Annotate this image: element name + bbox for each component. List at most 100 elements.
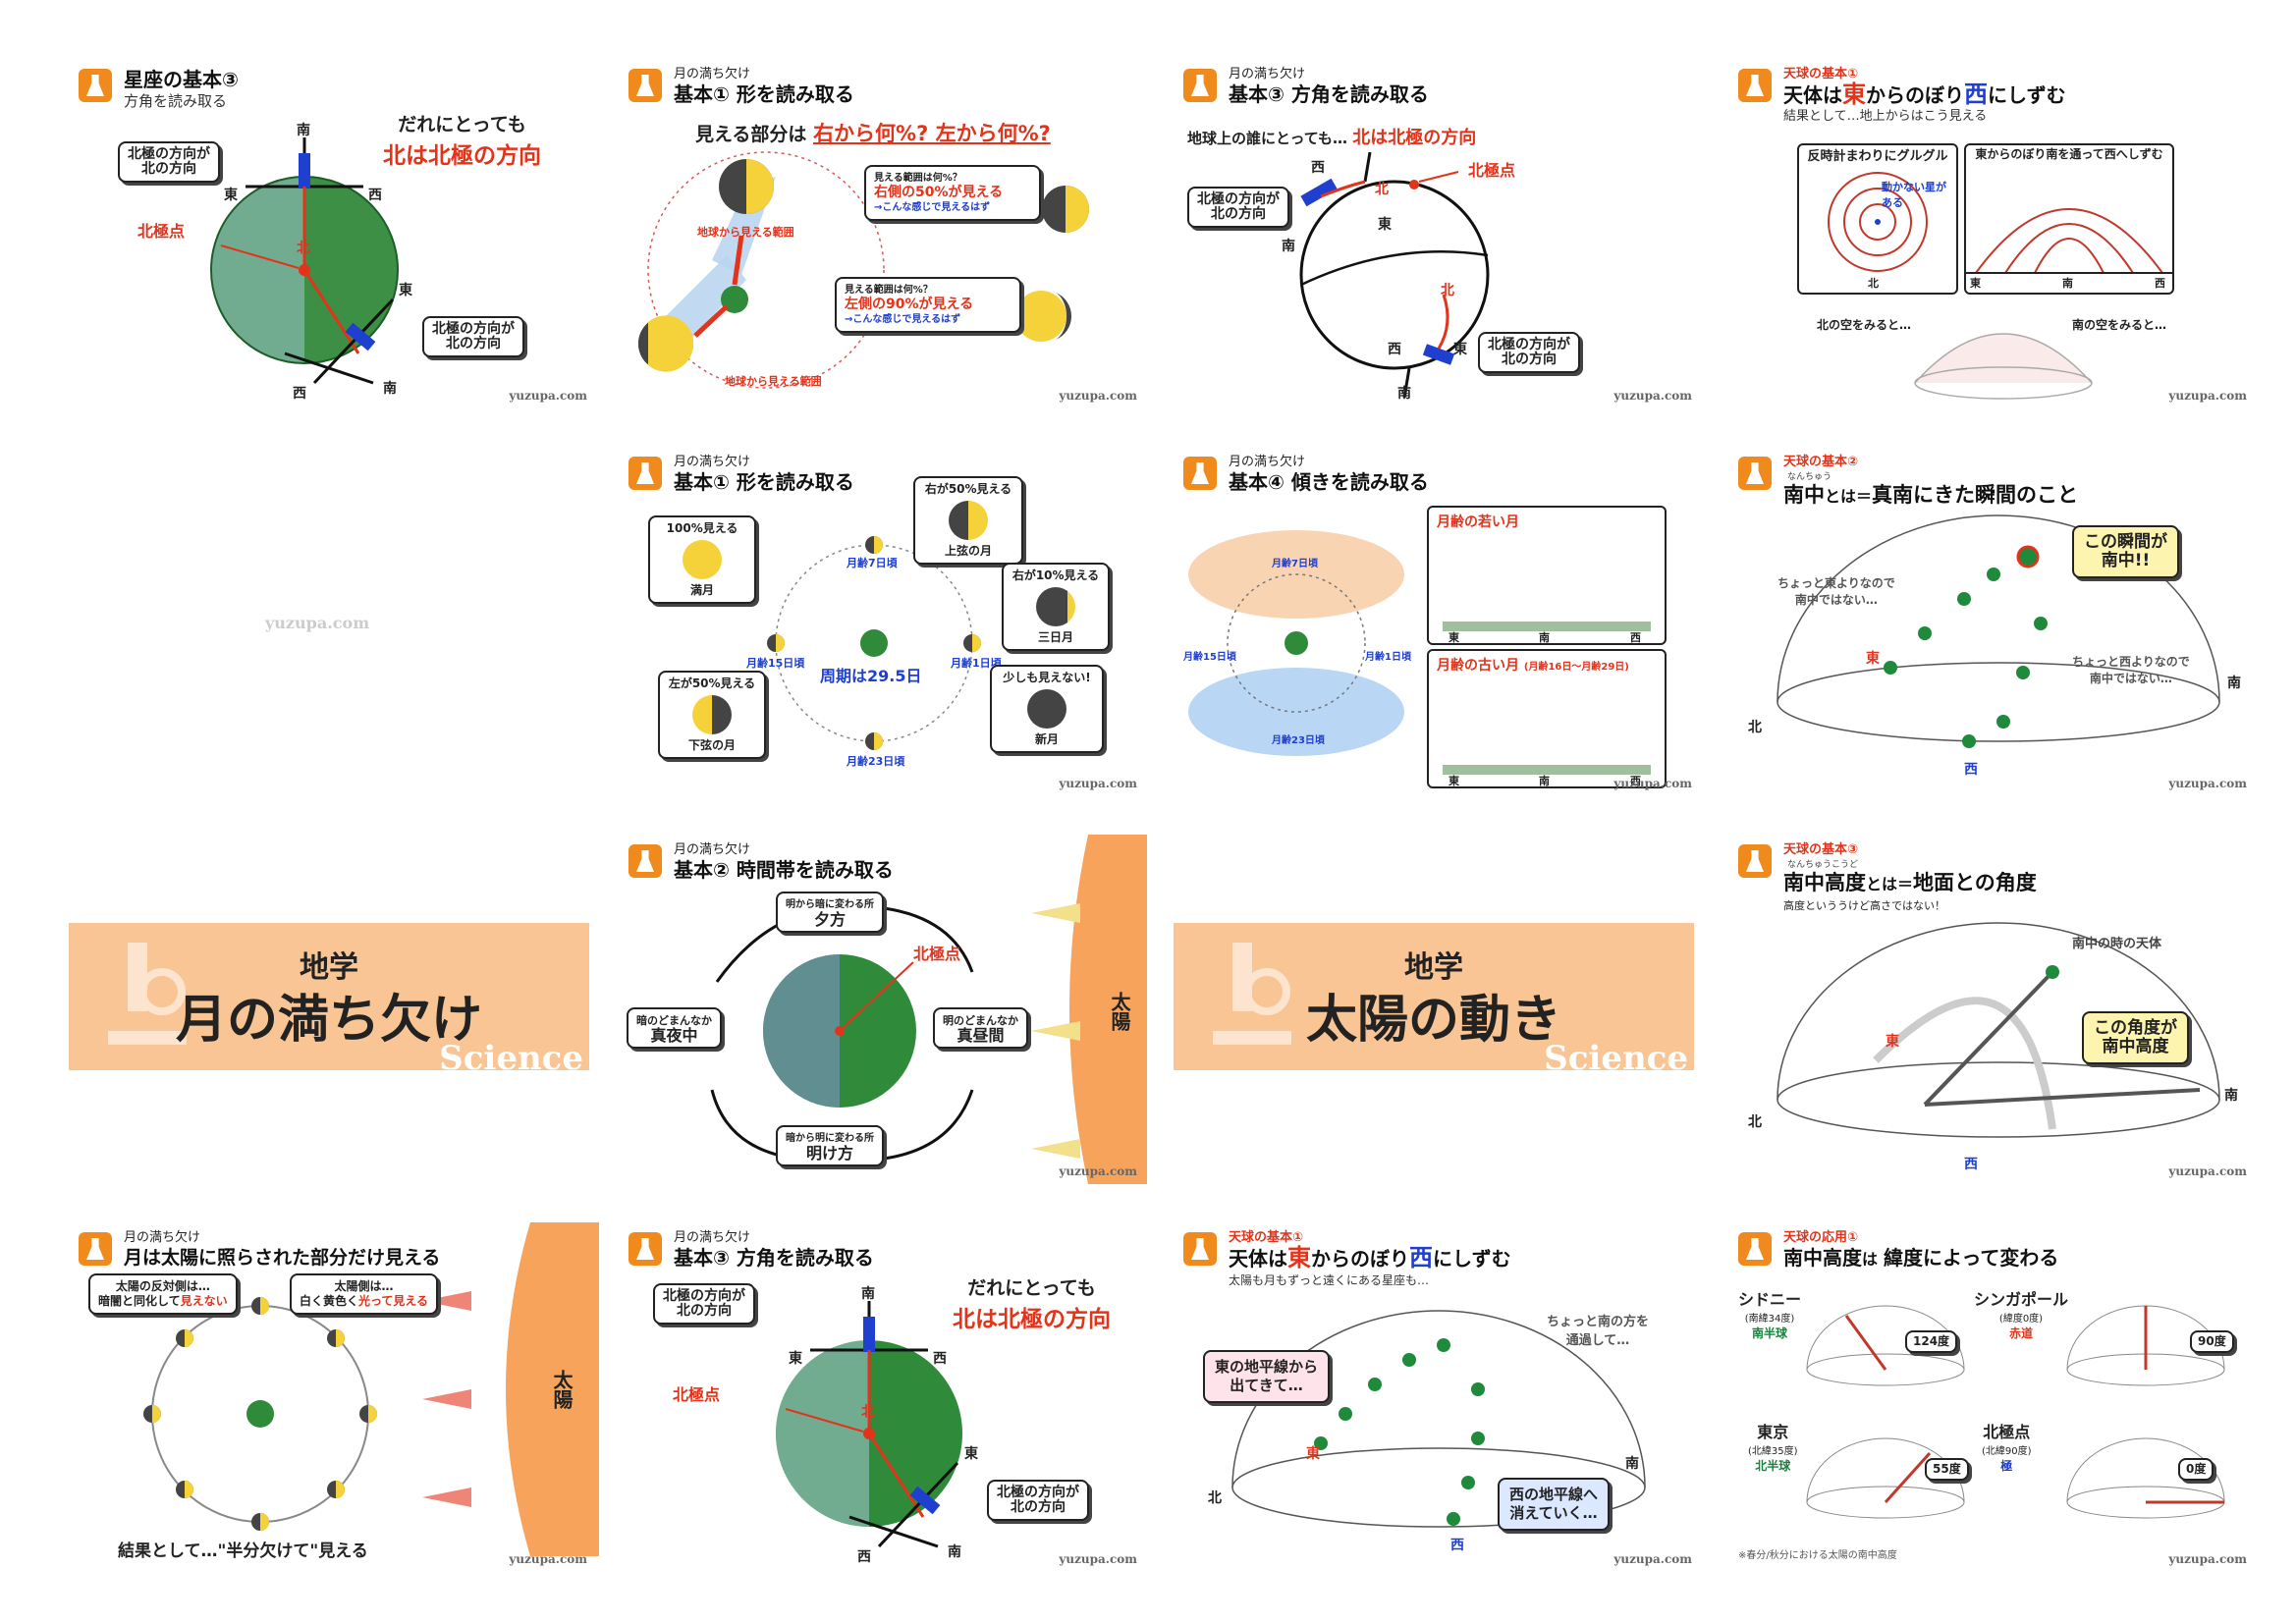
label-north: 北 <box>297 241 310 256</box>
bubble-full-moon: 100%見える 満月 <box>648 515 756 604</box>
celestial-dome-small <box>1914 333 2093 400</box>
slide-title: 天体は東からのぼり西にしずむ <box>1783 81 2066 108</box>
label-east: 東 <box>1886 1034 1899 1050</box>
slide-celestial-east-west: 天球の基本① 天体は東からのぼり西にしずむ 結果として…地上からはこう見える 反… <box>1728 59 2259 408</box>
old-moon-panel: 月齢の古い月 (月齢16日〜月齢29日) 東 南 西 <box>1427 649 1667 788</box>
north-pole-label: 北極点 <box>137 222 186 241</box>
note-west: ちょっと西よりなので 南中ではない… <box>2072 655 2190 685</box>
category-label: 月の満ち欠け <box>674 1230 751 1245</box>
headline: だれにとっても 北は北極の方向 <box>953 1277 1111 1332</box>
microscope-icon <box>1213 943 1291 1045</box>
singapore-angle: 90度 <box>2190 1330 2234 1353</box>
slide-header: 天球の基本② なんちゅう 南中とは＝真南にきた瞬間のこと <box>1736 455 2078 510</box>
science-logo-icon <box>77 67 114 104</box>
label-east: 東 <box>1866 651 1880 667</box>
callout-north-direction: 北極の方向が 北の方向 <box>1187 187 1289 228</box>
science-logo-icon <box>1736 1230 1774 1268</box>
label-south: 南 <box>2224 1088 2238 1104</box>
age-7: 月齢7日頃 <box>1272 559 1318 569</box>
watermark: yuzupa.com <box>2168 1164 2247 1178</box>
science-logo-icon <box>1736 67 1774 104</box>
slide-title: 基本③ 方角を読み取る <box>1229 82 1429 106</box>
slide-header: 月の満ち欠け 基本① 形を読み取る <box>627 455 854 495</box>
category-label: 月の満ち欠け <box>674 67 751 81</box>
science-logo-icon <box>1736 842 1774 880</box>
title-banner: 地学 太陽の動き Science <box>1174 923 1694 1078</box>
slide-moon-time: 月の満ち欠け 基本② 時間帯を読み取る 北極点 明から暗に変わる所 夕方 暗から… <box>619 835 1149 1184</box>
slide-title: 基本① 形を読み取る <box>674 82 854 106</box>
south-sky-label: 南の空をみると… <box>2072 318 2167 332</box>
earth-diagram <box>776 1301 962 1548</box>
slide-title: 基本① 形を読み取る <box>674 470 854 494</box>
label-south: 南 <box>1282 239 1295 254</box>
label-west: 西 <box>933 1351 947 1367</box>
age-1: 月齢1日頃 <box>951 657 1002 670</box>
north-pole-label: 北極点 <box>1468 161 1516 180</box>
slide-moon-direction: 月の満ち欠け 基本③ 方角を読み取る 地球上の誰にとっても… 北は北極の方向 西… <box>1174 59 1704 408</box>
slide-header: 月の満ち欠け 基本① 形を読み取る <box>627 67 854 107</box>
age-23: 月齢23日頃 <box>847 755 905 768</box>
north-sky-label: 北の空をみると… <box>1817 318 1912 332</box>
watermark: yuzupa.com <box>2168 1552 2247 1566</box>
watermark: yuzupa.com <box>1059 1164 1137 1178</box>
label-west: 西 <box>1964 762 1978 778</box>
label-west: 西 <box>1311 160 1325 176</box>
slide-subtitle: 太陽も月もずっと遠くにある星座も… <box>1229 1273 1430 1287</box>
label-south: 南 <box>2227 676 2241 691</box>
watermark: yuzupa.com <box>1613 777 1692 790</box>
category-label: 天球の基本① <box>1229 1230 1304 1245</box>
slide-title: 月は太陽に照らされた部分だけ見える <box>124 1247 441 1269</box>
slide-title: 南中とは＝真南にきた瞬間のこと <box>1783 483 2079 507</box>
slide-title: 南中高度とは＝地面との角度 <box>1783 871 2037 894</box>
callout-north-direction-2: 北極の方向が 北の方向 <box>1478 332 1580 373</box>
box-right-50: 見える範囲は何%？ 右側の50%が見える →こんな感じで見えるはず <box>864 165 1041 221</box>
label-west-2: 西 <box>1388 342 1401 357</box>
bubble-lit-side: 太陽側は… 白く黄色く光って見える <box>290 1273 439 1315</box>
category-label: 月の満ち欠け <box>1229 67 1306 81</box>
slide-header: 月の満ち欠け 月は太陽に照らされた部分だけ見える <box>77 1230 440 1271</box>
callout-west-set: 西の地平線へ 消えていく… <box>1498 1478 1611 1531</box>
label-east: 東 <box>789 1351 802 1367</box>
label-west: 西 <box>1450 1538 1464 1553</box>
north-sky-panel: 反時計まわりにグルグル 動かない星がある 北 <box>1797 143 1958 295</box>
slide-moon-direction-2: 月の満ち欠け 基本③ 方角を読み取る だれにとっても 北は北極の方向 南 東 西… <box>619 1222 1149 1572</box>
category-label: 月の満ち欠け <box>674 842 751 857</box>
earth-time-diagram <box>710 835 1147 1184</box>
label-east-2: 東 <box>1453 342 1467 357</box>
watermark: yuzupa.com <box>509 1552 587 1566</box>
science-logo-icon <box>1181 1230 1219 1268</box>
moon-orbit-diagram <box>767 536 981 750</box>
age-15: 月齢15日頃 <box>746 657 805 670</box>
slide-title-sun: 地学 太陽の動き Science <box>1174 844 1704 1194</box>
slide-moon-phases: 月の満ち欠け 基本① 形を読み取る 月齢7日頃 月齢15日頃 月齢1日頃 月齢2… <box>619 447 1149 796</box>
slide-title: 基本④ 傾きを読み取る <box>1229 470 1429 494</box>
label-north: 北 <box>1208 1490 1222 1506</box>
bubble-last-quarter: 左が50%見える 下弦の月 <box>658 671 766 759</box>
label-west: 西 <box>368 188 382 203</box>
slide-culmination-altitude: 天球の基本③ なんちゅうこうど 南中高度とは＝地面との角度 高度といううけど高さ… <box>1728 835 2259 1184</box>
watermark: yuzupa.com <box>509 389 587 403</box>
label-south: 南 <box>297 123 310 138</box>
ruby-text: なんちゅう <box>1787 472 1832 482</box>
slide-title: 基本③ 方角を読み取る <box>674 1246 874 1270</box>
visible-range-label-2: 地球から見える範囲 <box>725 375 822 388</box>
age-7: 月齢7日頃 <box>847 557 898 569</box>
bubble-dark-side: 太陽の反対側は… 暗闇と同化して見えない <box>88 1273 238 1315</box>
note-east: ちょっと東よりなので 南中ではない… <box>1777 576 1895 607</box>
label-south-2: 南 <box>948 1544 961 1560</box>
slide-moon-lit-half: 月の満ち欠け 月は太陽に照らされた部分だけ見える 太陽の反対側は… 暗闇と同化し… <box>69 1222 599 1572</box>
slide-header: 星座の基本③ 方角を読み取る <box>77 67 239 110</box>
category-label: 天球の基本① <box>1783 67 1859 81</box>
callout-north-direction: 北極の方向が 北の方向 <box>118 141 220 183</box>
callout-north-direction: 北極の方向が 北の方向 <box>653 1283 755 1325</box>
result-text: 結果として…"半分欠けて"見える <box>118 1542 368 1561</box>
slide-header: 月の満ち欠け 基本③ 方角を読み取る <box>627 1230 874 1271</box>
label-north: 北 <box>1375 182 1389 197</box>
banner-subject: 地学 <box>1404 950 1463 985</box>
slide-culmination: 天球の基本② なんちゅう 南中とは＝真南にきた瞬間のこと 東 北 南 西 ちょっ… <box>1728 447 2259 796</box>
label-south-2: 南 <box>383 381 397 397</box>
title-banner: 地学 月の満ち欠け Science <box>69 923 589 1078</box>
watermark: yuzupa.com <box>1059 777 1137 790</box>
science-logo-icon <box>627 455 664 492</box>
label-east: 東 <box>1378 217 1392 233</box>
